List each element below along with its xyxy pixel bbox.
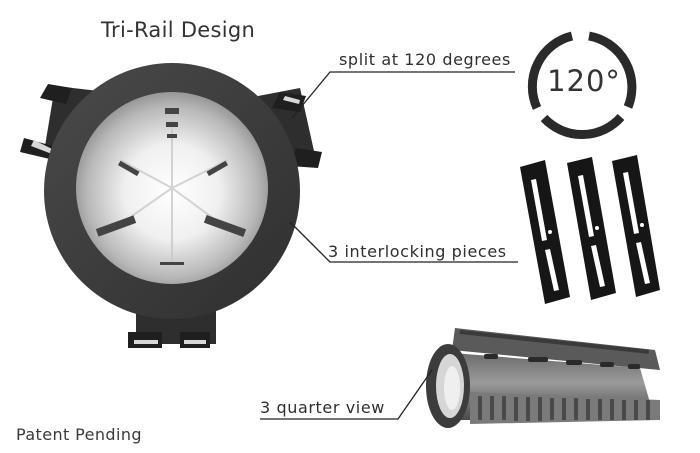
callout-split-label: split at 120 degrees [339,50,511,69]
front-view [20,63,322,348]
callout-lines [260,71,518,420]
callout-interlocking-label: 3 interlocking pieces [328,242,507,261]
callout-quarter-label: 3 quarter view [260,398,385,417]
interlocking-pieces [520,155,660,304]
page-title: Tri-Rail Design [101,18,256,42]
angle-label: 120° [547,64,621,98]
angle-ring-icon [527,31,637,140]
patent-notice: Patent Pending [16,425,142,444]
quarter-view [426,328,660,428]
